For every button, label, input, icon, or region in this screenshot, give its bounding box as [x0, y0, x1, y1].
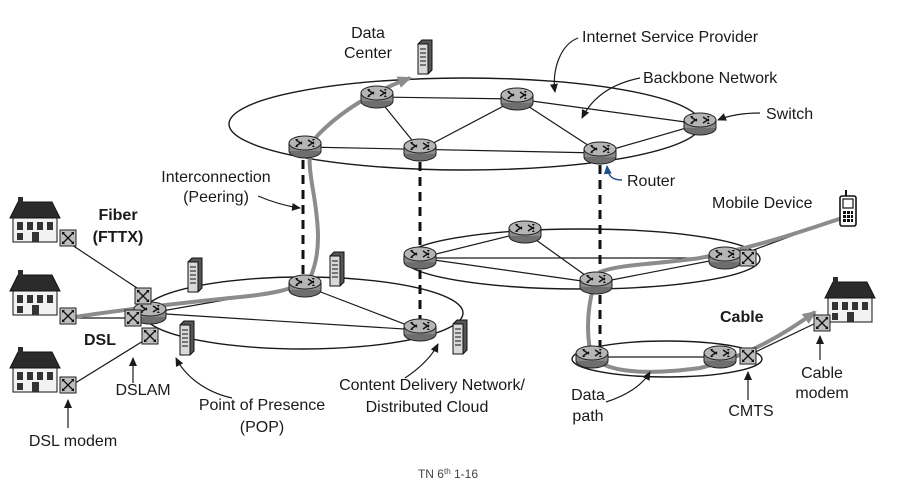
label-interconnection-line1: Interconnection: [161, 169, 270, 186]
router-icon: [579, 271, 613, 295]
server-icon: [179, 320, 195, 356]
modem-icon: [813, 314, 831, 332]
server-icon: [187, 257, 203, 293]
label-interconnection-line2: (Peering): [183, 189, 249, 206]
router-icon: [500, 87, 534, 111]
router-icon: [708, 246, 742, 270]
label-backbone: Backbone Network: [643, 70, 778, 87]
server-icon: [329, 251, 345, 287]
router-icon: [508, 220, 542, 244]
interconnection-links: [301, 160, 602, 348]
router-icon: [703, 345, 737, 369]
dslam-icon: [124, 309, 142, 327]
label-router: Router: [627, 173, 676, 190]
house-icon-fiber: [9, 196, 61, 243]
label-switch: Switch: [766, 106, 813, 123]
label-cmts: CMTS: [728, 403, 773, 420]
label-data-center-line1: Data: [351, 25, 385, 42]
router-icon: [403, 246, 437, 270]
caption-sup: th: [444, 467, 451, 476]
router-icon: [403, 138, 437, 162]
router-icon: [683, 112, 717, 136]
router-icon: [583, 141, 617, 165]
label-data-path-line1: Data: [571, 387, 605, 404]
modem-icon: [59, 307, 77, 325]
label-fiber-line1: Fiber: [98, 207, 137, 224]
house-icon-cable: [824, 276, 876, 323]
leader-arrows: [64, 37, 824, 428]
data-center-server: [417, 39, 433, 75]
ring-cable: [571, 340, 763, 378]
label-dslam: DSLAM: [115, 382, 170, 399]
router-icon: [288, 274, 322, 298]
label-cable: Cable: [720, 309, 764, 326]
mobile-phone-icon: [839, 189, 857, 227]
cmts-icon: [739, 347, 757, 365]
switch-icon: [739, 249, 757, 267]
label-isp: Internet Service Provider: [582, 29, 759, 46]
label-mobile-device: Mobile Device: [712, 195, 813, 212]
router-icon: [288, 135, 322, 159]
dslam-icon: [134, 287, 152, 305]
routers: [133, 85, 742, 369]
modem-icon: [59, 229, 77, 247]
router-icon: [360, 85, 394, 109]
router-icon: [575, 345, 609, 369]
server-icon: [452, 319, 468, 355]
router-icon: [403, 318, 437, 342]
caption-prefix: TN 6: [418, 467, 444, 481]
label-cable-modem-line2: modem: [795, 385, 848, 402]
figure-caption: TN 6th 1-16: [418, 467, 478, 481]
label-data-center-line2: Center: [344, 45, 393, 62]
label-cable-modem-line1: Cable: [801, 365, 843, 382]
dslam-icon: [141, 327, 159, 345]
label-cdn-line2: Distributed Cloud: [366, 399, 489, 416]
label-fiber-line2: (FTTX): [93, 229, 144, 246]
label-cdn-line1: Content Delivery Network/: [339, 377, 525, 394]
modem-icon: [59, 376, 77, 394]
house-icon-dsl-1: [9, 269, 61, 316]
label-dsl: DSL: [84, 332, 116, 349]
caption-suffix: 1-16: [451, 467, 479, 481]
label-pop-line1: Point of Presence: [199, 397, 325, 414]
label-pop-line2: (POP): [240, 419, 284, 436]
label-dsl-modem: DSL modem: [29, 433, 117, 450]
label-data-path-line2: path: [572, 408, 603, 425]
house-icon-dsl-2: [9, 346, 61, 393]
